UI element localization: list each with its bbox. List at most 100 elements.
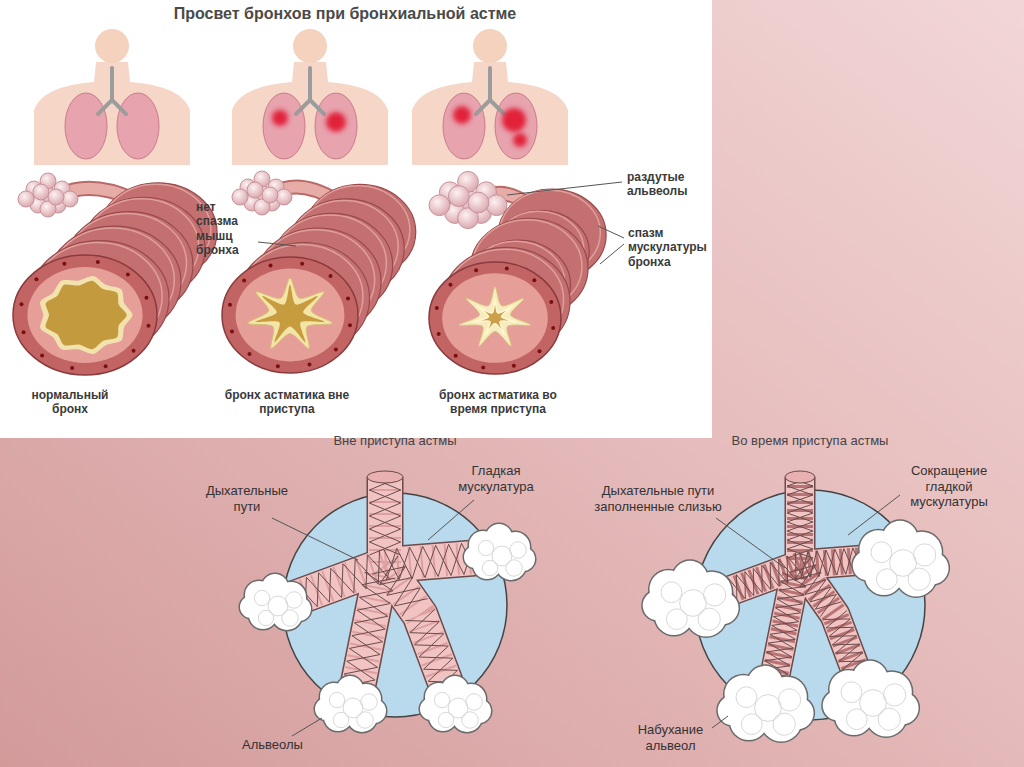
vessel-dot (247, 352, 251, 356)
vessel-dot (230, 330, 234, 334)
smooth-muscle (386, 542, 474, 580)
vessel-dot (532, 278, 536, 282)
vessel-dot (481, 365, 485, 369)
torso-figure (34, 29, 190, 165)
alveoli-cloud (361, 694, 378, 711)
callout-label: раздутые альвеолы (627, 170, 709, 199)
vessel-dot (144, 296, 148, 300)
panel-heading: Во время приступа астмы (710, 433, 910, 449)
trachea (98, 68, 126, 114)
alveoli-cloud (434, 692, 449, 707)
alveolus (48, 189, 64, 205)
lumen-edge (40, 276, 132, 354)
vessel-dot (147, 324, 151, 328)
alveoli-cloud (343, 698, 363, 718)
alveoli-cloud (860, 690, 887, 717)
vessel-dot (22, 330, 26, 334)
lung (117, 93, 159, 159)
alveoli-cloud (287, 597, 311, 621)
callout-label: Дыхательные пути заполненные слизью (583, 483, 733, 514)
callout-label: нет спазма мышц бронха (196, 200, 254, 258)
alveolus (232, 189, 248, 205)
alveoli-cloud (258, 610, 273, 625)
vessel-dot (70, 366, 74, 370)
leader-lines (258, 182, 900, 736)
alveolus (429, 195, 450, 216)
alveolus (262, 187, 278, 203)
torso-figure (412, 29, 568, 165)
alveoli-cloud (908, 568, 930, 590)
airway-diagram (239, 471, 537, 734)
bronchus-mucosa (442, 273, 548, 363)
mucus (459, 287, 531, 347)
vessel-dot (96, 260, 100, 264)
alveoli-cloud (510, 542, 527, 559)
vessel-dot (437, 332, 441, 336)
alveolus (276, 189, 292, 205)
smooth-muscle (305, 550, 380, 611)
bronchus-illustration (429, 171, 606, 374)
alveoli-cloud (641, 559, 740, 638)
inflammation-spot (453, 106, 471, 124)
alveoli-cloud (741, 714, 762, 735)
white-panel (0, 0, 712, 438)
vessel-dot (348, 323, 352, 327)
trachea-cap (367, 471, 403, 483)
leader-line (848, 495, 900, 535)
lumen-edge (248, 278, 333, 349)
alveoli-cloud (883, 684, 905, 706)
alveoli-cloud (482, 560, 497, 575)
vessel-dot (346, 296, 350, 300)
alveoli-cloud (716, 664, 815, 743)
vessel-dot (300, 262, 304, 266)
callout-label: спазм мускулатуры бронха (628, 226, 712, 269)
smooth-muscle (372, 567, 420, 617)
alveoli-cloud (846, 709, 867, 730)
inflammation-spot (272, 110, 288, 126)
callout-label: Гладкая мускулатура (445, 463, 547, 494)
leader-line (258, 242, 296, 246)
vessel-dot (276, 364, 280, 368)
alveoli-cloud (876, 569, 897, 590)
alveoli-cloud (841, 682, 862, 703)
panel-heading: Вне приступа астмы (300, 433, 490, 449)
alveoli-cloud (314, 675, 388, 734)
vessel-dot (104, 364, 108, 368)
leader-line (507, 182, 622, 195)
alveoli-cloud (286, 592, 303, 609)
alveoli-cloud (661, 582, 682, 603)
alveoli-cloud (736, 687, 757, 708)
alveoli-cloud (362, 699, 386, 723)
alveoli-cloud (438, 712, 453, 727)
smooth-muscle (369, 477, 400, 555)
leader-line (598, 226, 624, 238)
torso-body (232, 62, 388, 165)
lumen (473, 299, 517, 335)
alveolus (33, 184, 49, 200)
lumen (46, 281, 127, 350)
vessel-dot (62, 262, 66, 266)
alveoli-cloud (703, 584, 725, 606)
alveoli-cloud (463, 523, 537, 582)
smooth-muscle (787, 477, 813, 558)
alveoli-cloud (478, 540, 493, 555)
alveoli-cloud (698, 608, 720, 630)
vessel-dot (126, 273, 130, 277)
vessel-dot (505, 267, 509, 271)
alveoli-cloud (467, 699, 491, 723)
callout-label: Альвеолы (230, 737, 315, 753)
leader-line (292, 718, 322, 736)
trachea (296, 68, 324, 114)
alveoli-cloud (239, 573, 313, 632)
alveoli-cloud (333, 712, 348, 727)
lung (443, 93, 485, 159)
smooth-muscle (787, 477, 813, 558)
alveoli-cloud (821, 659, 920, 738)
alveoli-cloud (268, 596, 288, 616)
leader-line (600, 244, 624, 264)
callout-label: нормальный бронх (15, 388, 125, 417)
alveoli-cloud (672, 561, 707, 596)
